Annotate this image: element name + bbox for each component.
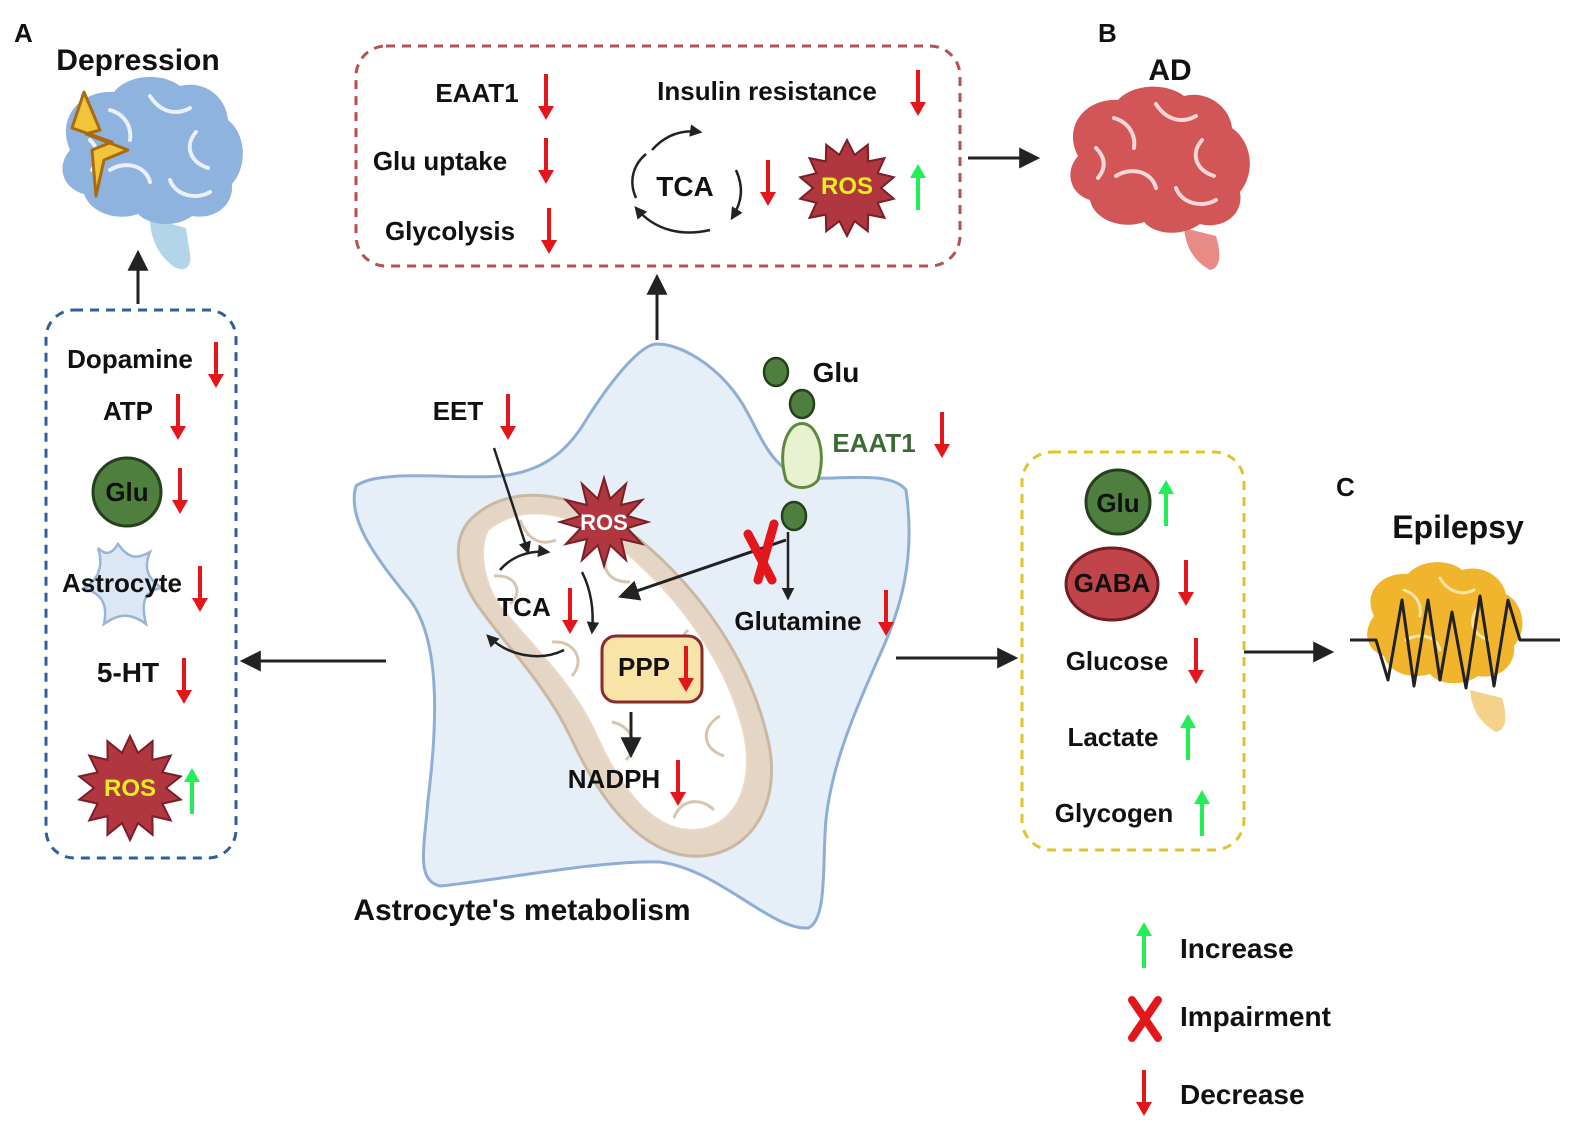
center-astrocyte: EET ROS TCA PPP NADPH Glu EAAT1 bbox=[239, 273, 1019, 930]
box-b bbox=[354, 44, 962, 268]
decrease-arrow bbox=[168, 392, 188, 442]
panel-a-title: Depression bbox=[56, 44, 219, 77]
box-a bbox=[44, 308, 238, 860]
label-5-ht: 5-HT bbox=[97, 657, 159, 688]
panel-a: A Depression Dopamine ATP Glu bbox=[14, 18, 243, 860]
label-ros-center: ROS bbox=[580, 510, 628, 535]
decrease-arrow bbox=[170, 466, 190, 516]
label-nadph: NADPH bbox=[568, 764, 660, 794]
label-glycolysis: Glycolysis bbox=[385, 216, 515, 246]
label-insulin-resistance: Insulin resistance bbox=[657, 76, 877, 106]
legend-increase-label: Increase bbox=[1180, 933, 1294, 964]
ros-burst-icon: ROS bbox=[77, 733, 183, 843]
center-caption: Astrocyte's metabolism bbox=[353, 894, 690, 927]
decrease-arrow bbox=[1186, 636, 1206, 686]
label-atp: ATP bbox=[103, 396, 153, 426]
tca-cycle-icon: TCA bbox=[631, 124, 743, 234]
label-glu-c: Glu bbox=[1096, 488, 1139, 518]
glu-molecule-icon: Glu bbox=[1084, 468, 1152, 536]
decrease-arrow bbox=[536, 72, 556, 122]
legend: Increase Impairment Decrease bbox=[1128, 920, 1331, 1118]
decrease-arrow bbox=[758, 158, 778, 208]
increase-arrow bbox=[1192, 788, 1212, 838]
legend-decrease-label: Decrease bbox=[1180, 1079, 1305, 1110]
decrease-arrow bbox=[1176, 558, 1196, 608]
label-glycogen: Glycogen bbox=[1055, 798, 1173, 828]
ros-burst-icon: ROS bbox=[798, 137, 896, 239]
eaat1-transporter-icon bbox=[781, 422, 823, 489]
decrease-arrow bbox=[190, 564, 210, 614]
increase-arrow bbox=[908, 162, 928, 212]
label-ros-b: ROS bbox=[821, 173, 873, 200]
panel-b-title: AD bbox=[1148, 54, 1191, 87]
panel-b-letter: B bbox=[1098, 18, 1117, 48]
label-eet: EET bbox=[433, 396, 484, 426]
gaba-molecule-icon: GABA bbox=[1064, 546, 1160, 622]
increase-arrow bbox=[1156, 478, 1176, 528]
label-tca-b: TCA bbox=[656, 171, 714, 202]
increase-arrow bbox=[182, 766, 202, 816]
label-glucose: Glucose bbox=[1066, 646, 1169, 676]
decrease-arrow bbox=[539, 206, 559, 256]
ros-burst-icon: ROS bbox=[556, 474, 652, 570]
glu-particle-icon bbox=[762, 356, 816, 532]
legend-impairment-label: Impairment bbox=[1180, 1001, 1331, 1032]
label-eaat1-center: EAAT1 bbox=[832, 428, 915, 458]
label-glu-a: Glu bbox=[105, 477, 148, 507]
decrease-arrow bbox=[908, 68, 928, 118]
label-tca-center: TCA bbox=[497, 592, 551, 622]
label-ppp: PPP bbox=[618, 652, 670, 682]
increase-arrow bbox=[1178, 712, 1198, 762]
label-lactate: Lactate bbox=[1067, 722, 1158, 752]
label-ros-a: ROS bbox=[104, 775, 156, 802]
astrocyte-icon bbox=[80, 541, 166, 628]
legend-impairment-icon bbox=[1128, 996, 1162, 1042]
impairment-mark-icon bbox=[743, 519, 779, 585]
label-dopamine: Dopamine bbox=[67, 344, 193, 374]
panel-a-letter: A bbox=[14, 18, 33, 48]
label-eaat1-b: EAAT1 bbox=[435, 78, 518, 108]
tca-cycle-center-icon: TCA bbox=[486, 544, 600, 658]
panel-c-title: Epilepsy bbox=[1392, 509, 1524, 545]
ppp-box: PPP bbox=[600, 634, 704, 704]
label-astrocyte: Astrocyte bbox=[62, 568, 182, 598]
label-gaba: GABA bbox=[1074, 568, 1151, 598]
decrease-arrow bbox=[536, 136, 556, 186]
glu-molecule-icon: Glu bbox=[91, 456, 163, 528]
panel-b: EAAT1 Glu uptake Glycolysis Insulin resi… bbox=[354, 18, 1250, 270]
decrease-arrow bbox=[498, 392, 518, 442]
arrow-eet-to-tca bbox=[492, 447, 531, 555]
legend-decrease-icon bbox=[1134, 1068, 1154, 1118]
label-glutamine: Glutamine bbox=[734, 606, 861, 636]
label-glu-uptake: Glu uptake bbox=[373, 146, 507, 176]
ad-brain-icon bbox=[1070, 86, 1250, 270]
box-c bbox=[1020, 450, 1246, 852]
decrease-arrow bbox=[932, 410, 952, 460]
panel-c-letter: C bbox=[1336, 472, 1355, 502]
decrease-arrow bbox=[174, 656, 194, 706]
depressed-brain-icon bbox=[62, 76, 243, 270]
label-glu-center: Glu bbox=[813, 357, 860, 388]
decrease-arrow bbox=[206, 340, 226, 390]
legend-increase-icon bbox=[1134, 920, 1154, 970]
panel-c: Glu GABA Glucose Lactate Glycogen C Epil… bbox=[1020, 450, 1560, 852]
epileptic-brain-icon bbox=[1350, 562, 1560, 732]
